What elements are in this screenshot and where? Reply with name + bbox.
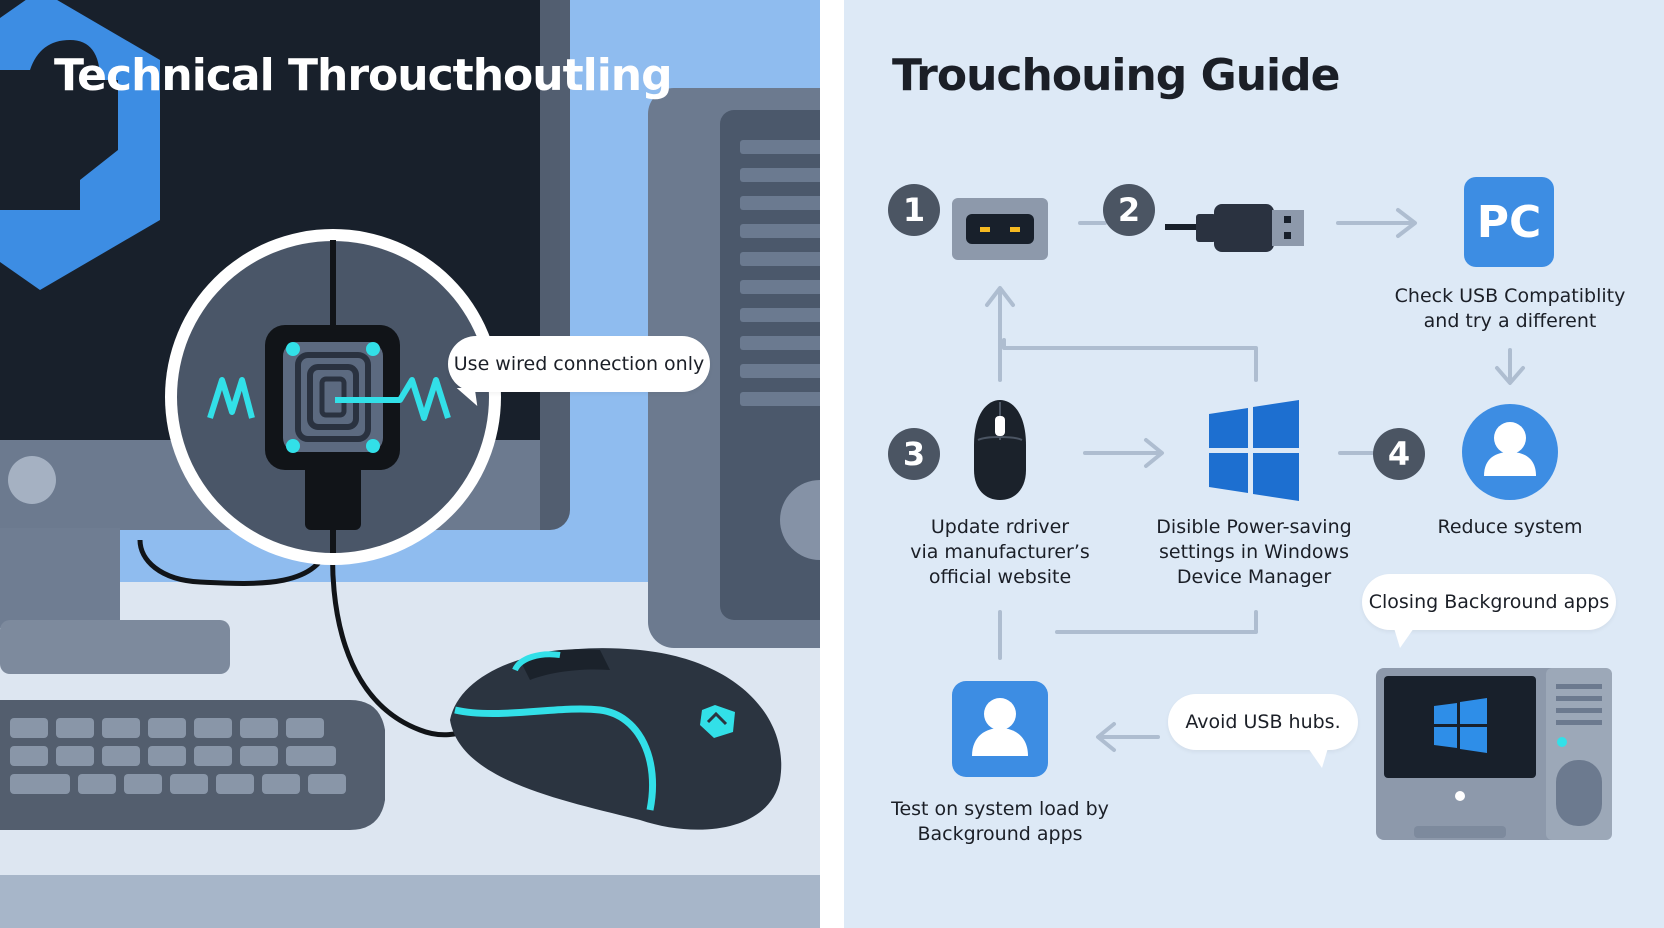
caption-power-saving: Disible Power-saving settings in Windows… <box>1156 516 1352 588</box>
caption-reduce-system: Reduce system <box>1437 516 1583 538</box>
desk-illustration <box>0 0 820 928</box>
panel-divider <box>820 0 844 928</box>
callout-usb-hubs: Avoid USB hubs. <box>1168 694 1358 768</box>
right-title: Trouchouing Guide <box>892 50 1340 101</box>
caption-usb-check: Check USB Compatiblity and try a differe… <box>1394 285 1626 332</box>
mouse-icon <box>974 400 1026 500</box>
desktop-computer-icon <box>1376 668 1612 840</box>
step-badge-3: 3 <box>888 428 940 480</box>
pc-icon: PC <box>1464 177 1554 267</box>
usb-cable-icon <box>1165 204 1304 252</box>
step-badge-1: 1 <box>888 184 940 236</box>
step-badge-4: 4 <box>1373 428 1425 480</box>
callout-closing-apps: Closing Background apps <box>1362 574 1616 648</box>
callout-hubs-text: Avoid USB hubs. <box>1185 711 1341 733</box>
usb-port-icon <box>952 198 1048 260</box>
callout-wired-connection: Use wired connection only <box>448 336 710 392</box>
callout-closing-text: Closing Background apps <box>1368 591 1610 613</box>
caption-test-load: Test on system load by Background apps <box>891 798 1109 845</box>
left-title: Technical Throucthoutling <box>54 50 673 101</box>
windows-logo-icon <box>1209 400 1299 501</box>
caption-update-driver: Update rdriver via manufacturer’s offici… <box>910 516 1090 588</box>
gaming-mouse <box>450 648 782 830</box>
step-badge-2: 2 <box>1103 184 1155 236</box>
flow-connectors <box>985 208 1525 752</box>
user-icon-test-load <box>952 681 1048 777</box>
callout-wired-text: Use wired connection only <box>453 353 705 375</box>
user-icon-reduce-system <box>1462 404 1558 500</box>
left-illustration-panel: Use wired connection only <box>0 0 820 928</box>
